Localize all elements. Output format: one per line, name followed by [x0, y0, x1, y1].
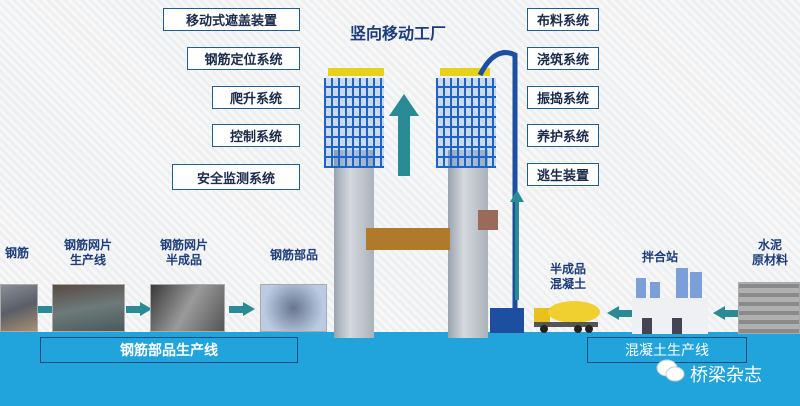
- rebar-photo: [0, 284, 38, 332]
- cement-bags-photo: [738, 282, 800, 334]
- step-label-semi-concrete: 半成品 混凝土: [549, 262, 586, 291]
- right-cover-frame: [440, 68, 490, 76]
- step-label-mesh-line: 钢筋网片 生产线: [63, 238, 112, 267]
- system-label-curing: 养护系统: [527, 124, 599, 147]
- pipe-up-arrow-icon: [510, 190, 524, 300]
- upward-arrow-icon: [389, 94, 419, 176]
- step-label-mesh-semi: 钢筋网片 半成品: [159, 238, 208, 267]
- left-climbing-formwork: [324, 78, 384, 168]
- left-cover-frame: [328, 68, 384, 76]
- mesh-line-photo: [52, 284, 125, 332]
- system-label-control: 控制系统: [212, 124, 300, 147]
- arrow-left-icon: [607, 306, 633, 320]
- mixer-truck-icon: [534, 301, 600, 333]
- system-label-safety-monitoring: 安全监测系统: [172, 164, 300, 190]
- right-pier-column: [448, 150, 488, 338]
- system-label-distribution: 布料系统: [527, 8, 599, 31]
- arrow-right-icon: [229, 302, 255, 316]
- step-label-mixing-station: 拌合站: [641, 250, 678, 264]
- arrow-right-icon: [126, 302, 152, 316]
- step-label-rebar: 钢筋: [4, 246, 29, 260]
- rebar-part-photo: [260, 284, 327, 332]
- system-label-vibrating: 振捣系统: [527, 86, 599, 109]
- connecting-beam: [366, 228, 450, 250]
- wechat-logo-icon: [656, 359, 685, 382]
- diagram-title: 竖向移动工厂: [350, 24, 447, 43]
- system-label-pouring: 浇筑系统: [527, 47, 599, 70]
- right-climbing-formwork: [436, 78, 496, 168]
- system-label-cover: 移动式遮盖装置: [163, 8, 300, 31]
- rebar-production-line-band: 钢筋部品生产线: [40, 337, 298, 363]
- step-label-cement: 水泥 原材料: [751, 238, 788, 267]
- system-label-escape: 逃生装置: [527, 163, 599, 186]
- system-label-rebar-positioning: 钢筋定位系统: [187, 47, 300, 70]
- mixing-station-icon: [632, 268, 708, 334]
- watermark-text: 桥梁杂志: [690, 365, 762, 386]
- step-label-rebar-part: 钢筋部品: [269, 248, 318, 262]
- mesh-semi-photo: [150, 284, 225, 332]
- arrow-left-icon: [713, 306, 739, 320]
- system-label-climbing: 爬升系统: [212, 86, 300, 109]
- concrete-pump-pipe: [477, 50, 524, 333]
